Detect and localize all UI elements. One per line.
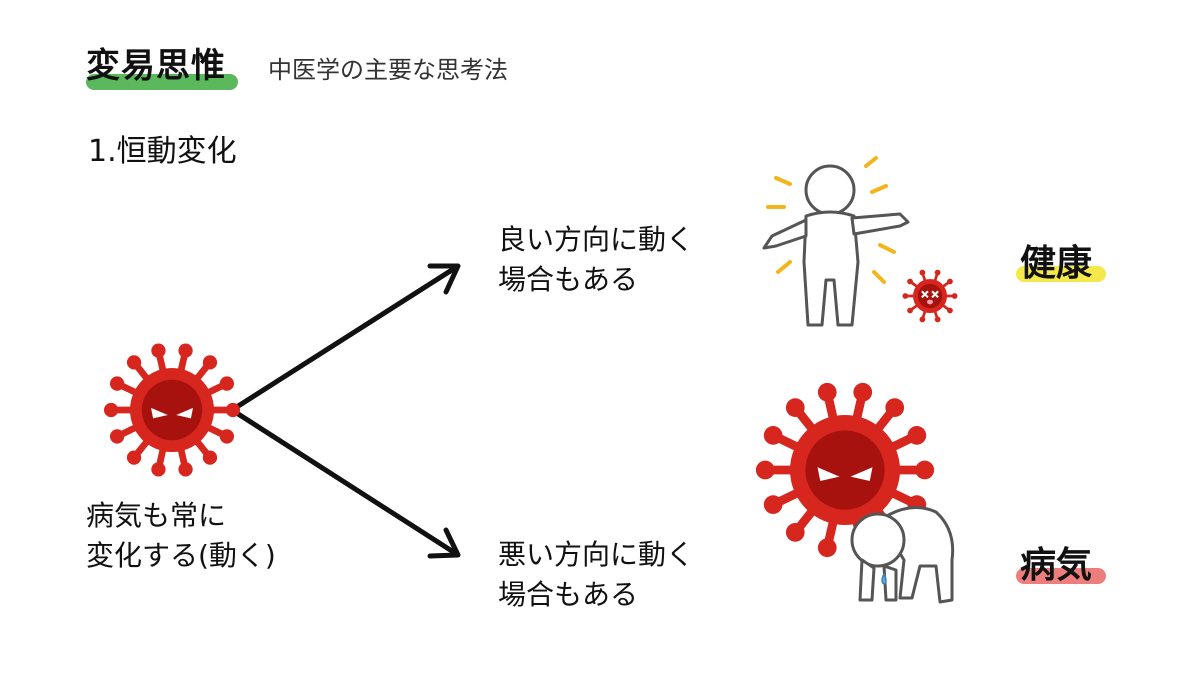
illness-highlight	[1016, 568, 1106, 584]
big-virus-icon	[755, 382, 935, 558]
bad-direction-line2: 場合もある	[498, 578, 639, 611]
left-caption-line2: 変化する(動く)	[86, 539, 276, 572]
healthy-person-icon	[762, 156, 910, 327]
title-underline	[86, 74, 238, 90]
health-highlight	[1016, 266, 1106, 282]
page-title: 変易思惟	[86, 46, 226, 86]
good-direction-line2: 場合もある	[498, 263, 639, 296]
bad-direction-line1: 悪い方向に動く	[498, 538, 695, 571]
sick-person-icon	[850, 506, 955, 604]
outcome-illness: 病気	[1020, 545, 1093, 586]
section-heading: 1.恒動変化	[88, 134, 237, 169]
outcome-health: 健康	[1020, 243, 1093, 284]
good-direction-line1: 良い方向に動く	[498, 223, 695, 256]
left-caption-line1: 病気も常に	[86, 499, 227, 532]
virus-icon	[103, 343, 241, 477]
arrow-up	[229, 263, 461, 413]
page-subtitle: 中医学の主要な思考法	[268, 56, 508, 84]
good-direction-text: 良い方向に動く 場合もある	[498, 220, 694, 300]
left-caption: 病気も常に 変化する(動く)	[86, 496, 276, 576]
arrow-down	[229, 407, 461, 559]
dead-virus-icon	[902, 269, 958, 323]
bad-direction-text: 悪い方向に動く 場合もある	[498, 535, 694, 615]
